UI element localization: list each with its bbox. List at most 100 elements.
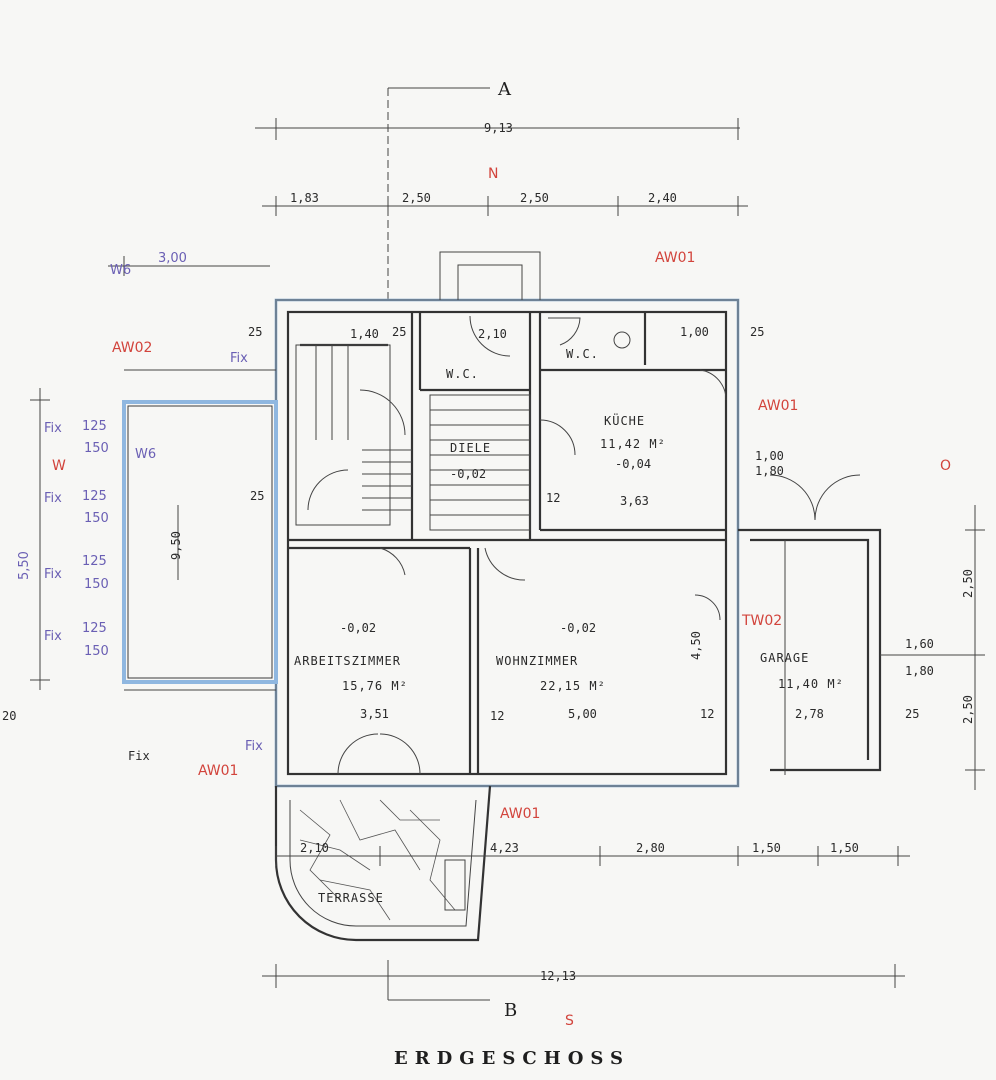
label-aw01-bottom: AW01 — [500, 806, 540, 822]
wohn-level: -0,02 — [560, 621, 596, 635]
terrace: TERRASSE — [274, 785, 492, 942]
dim-wall-25a: 25 — [248, 325, 262, 339]
room-kueche: KÜCHE 11,42 M² -0,04 3,63 — [600, 412, 666, 508]
door-swings — [337, 315, 861, 775]
kueche-name: KÜCHE — [604, 412, 645, 428]
fix-label-5: Fix — [230, 351, 248, 366]
compass-north: N — [488, 166, 498, 182]
dim-w-height: 5,50 — [17, 551, 32, 580]
diele-name: DIELE — [450, 441, 491, 455]
dim-door-180: 1,80 — [755, 464, 784, 478]
fix-label-4: Fix — [44, 629, 62, 644]
label-aw01-right: AW01 — [758, 398, 798, 414]
label-aw01-top: AW01 — [655, 250, 695, 266]
dim-top-1: 1,83 — [290, 191, 319, 205]
fix-value-6: 150 — [84, 511, 109, 526]
fix-label-6: Fix — [245, 739, 263, 754]
fix-label-3: Fix — [44, 567, 62, 582]
dim-bottom-2: 4,23 — [490, 841, 519, 855]
wintergarden-width: W6 3,00 — [108, 251, 270, 278]
dim-left-side: 20 — [2, 709, 16, 723]
dim-w-inner: 9,50 — [169, 531, 183, 560]
kueche-area: 11,42 M² — [600, 437, 666, 451]
label-tw02: TW02 — [741, 613, 782, 629]
left-dimension: 5,50 20 — [2, 388, 50, 723]
outer-walls — [274, 298, 740, 788]
compass-west: W — [52, 458, 66, 474]
wc-2-name: W.C. — [566, 347, 599, 361]
dim-wall-12c: 12 — [700, 707, 714, 721]
dim-top-2: 2,50 — [402, 191, 431, 205]
right-dimensions: 2,50 2,50 1,60 1,80 — [880, 505, 985, 790]
fix-label-1: Fix — [44, 421, 62, 436]
fix-labels: Fix Fix Fix Fix Fix Fix Fix 125 125 125 … — [44, 351, 263, 763]
top-dimensions: 9,13 1,83 2,50 2,50 2,40 — [255, 118, 748, 216]
label-w6: W6 — [135, 447, 156, 462]
room-garage: GARAGE 11,40 M² 2,78 — [760, 651, 844, 721]
fix-value-1: 125 — [82, 419, 107, 434]
fix-value-5: 150 — [84, 441, 109, 456]
garage-width: 2,78 — [795, 707, 824, 721]
fix-label-2: Fix — [44, 491, 62, 506]
staircase — [295, 344, 531, 531]
dim-stair-2: 2,10 — [478, 327, 507, 341]
dim-wall-12b: 12 — [546, 491, 560, 505]
interior-walls — [288, 312, 726, 774]
dim-bottom-4: 1,50 — [752, 841, 781, 855]
section-label-a: A — [497, 79, 512, 100]
wc-1-name: W.C. — [446, 367, 479, 381]
garage-area: 11,40 M² — [778, 677, 844, 691]
arbeit-area: 15,76 M² — [342, 679, 408, 693]
dim-top-3: 2,50 — [520, 191, 549, 205]
room-arbeitszimmer: -0,02 ARBEITSZIMMER 15,76 M² 3,51 — [294, 621, 408, 721]
label-aw01-bottom-left: AW01 — [198, 763, 238, 779]
dim-wall-25d: 25 — [250, 489, 264, 503]
arbeit-level: -0,02 — [340, 621, 376, 635]
wg-w-mark: W6 — [110, 263, 131, 278]
dim-top-4: 2,40 — [648, 191, 677, 205]
bottom-dimensions: 2,10 4,23 2,80 1,50 1,50 12,13 — [262, 841, 910, 988]
dim-wall-25b: 25 — [392, 325, 406, 339]
plan-title: ERDGESCHOSS — [394, 1048, 630, 1069]
dim-wc-width: 1,00 — [680, 325, 709, 339]
dim-door-100: 1,00 — [755, 449, 784, 463]
garage-name: GARAGE — [760, 651, 809, 665]
dim-bottom-1: 2,10 — [300, 841, 329, 855]
section-line: A B — [387, 79, 517, 1021]
dim-garage-open-2: 1,80 — [905, 664, 934, 678]
wohn-depth: 4,50 — [689, 631, 703, 660]
arbeit-name: ARBEITSZIMMER — [294, 654, 401, 668]
wohn-name: WOHNZIMMER — [496, 654, 578, 668]
dim-wall-25c: 25 — [750, 325, 764, 339]
diele-level: -0,02 — [450, 467, 486, 481]
dim-right-2: 2,50 — [961, 695, 975, 724]
dim-garage-open: 1,60 — [905, 637, 934, 651]
wc-bay — [439, 251, 541, 300]
compass-south: S — [565, 1013, 574, 1029]
kueche-width: 3,63 — [620, 494, 649, 508]
room-diele: DIELE -0,02 — [450, 441, 491, 481]
terrace-name: TERRASSE — [318, 891, 384, 905]
fix-label-7: Fix — [128, 749, 150, 763]
wohn-width: 5,00 — [568, 707, 597, 721]
dim-stair-1: 1,40 — [350, 327, 379, 341]
dim-wall-12a: 12 — [490, 709, 504, 723]
dim-wall-25e: 25 — [905, 707, 919, 721]
dim-total-bottom: 12,13 — [540, 969, 576, 983]
dim-total-top: 9,13 — [484, 121, 513, 135]
compass-east: O — [940, 458, 951, 474]
room-wohnzimmer: -0,02 WOHNZIMMER 22,15 M² 5,00 4,50 — [496, 621, 703, 721]
arbeit-width: 3,51 — [360, 707, 389, 721]
fix-value-8: 150 — [84, 644, 109, 659]
wintergarden: 9,50 W6 — [122, 369, 278, 691]
wohn-area: 22,15 M² — [540, 679, 606, 693]
garage — [738, 528, 882, 775]
kueche-level: -0,04 — [615, 457, 651, 471]
fix-value-3: 125 — [82, 554, 107, 569]
dim-bottom-5: 1,50 — [830, 841, 859, 855]
dim-w-width: 3,00 — [158, 251, 187, 266]
fix-value-7: 150 — [84, 577, 109, 592]
label-aw02: AW02 — [112, 340, 152, 356]
fix-value-2: 125 — [82, 489, 107, 504]
